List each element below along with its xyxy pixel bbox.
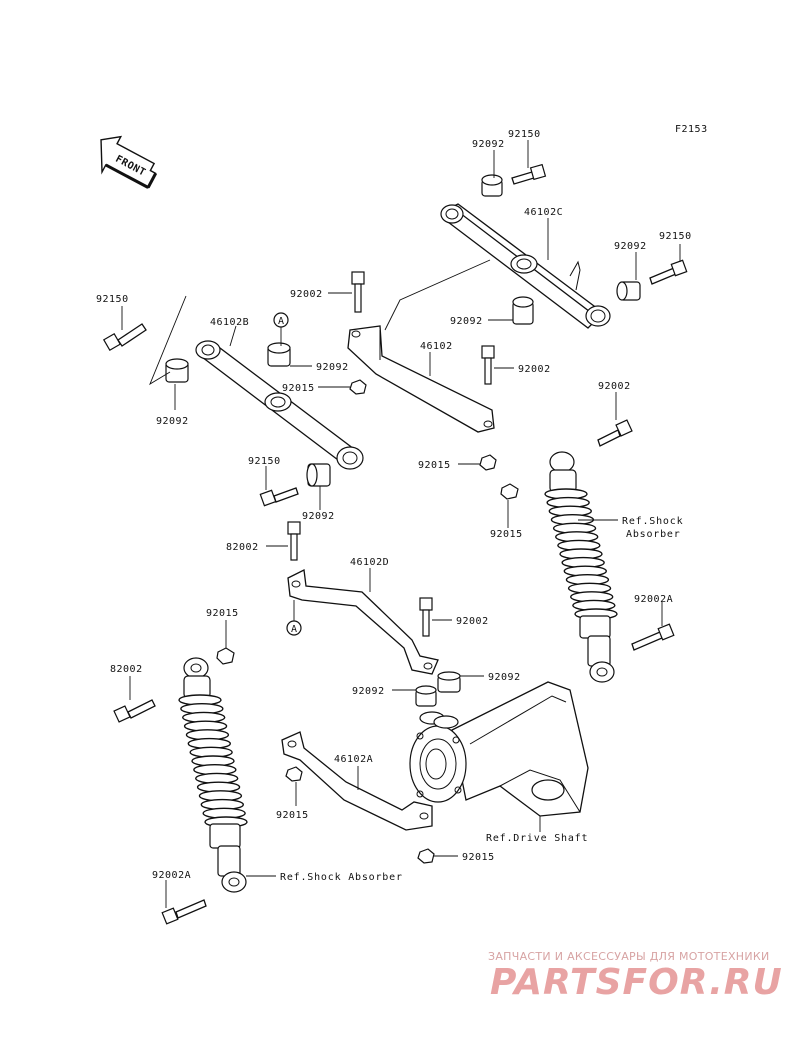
- label-92150-top: 92150: [508, 129, 541, 140]
- collar-92092-e: [437, 671, 461, 693]
- label-92150-left: 92150: [96, 294, 129, 305]
- label-92002-rs: 92002: [598, 381, 631, 392]
- label-92015-d: 92015: [206, 608, 239, 619]
- leader-lines: [121, 140, 681, 908]
- link-46102: [347, 325, 495, 433]
- label-46102c: 46102C: [524, 207, 563, 218]
- label-82002-left: 82002: [110, 664, 143, 675]
- collar-92092-low: [306, 463, 331, 487]
- label-92150-low: 92150: [248, 456, 281, 467]
- collar-92092-right: [616, 281, 641, 301]
- bolt-92150-top: [511, 163, 547, 185]
- mark-a-top: A: [278, 316, 285, 327]
- trailing-arm-46102c: [440, 203, 611, 329]
- bolt-92002a-left: [161, 899, 207, 925]
- ref-shock-left: Ref.Shock Absorber: [280, 872, 403, 883]
- nut-92015-a: [349, 379, 367, 395]
- shock-absorber-left: [178, 657, 248, 893]
- label-46102: 46102: [420, 341, 453, 352]
- label-92092-low: 92092: [302, 511, 335, 522]
- collar-92092-top: [481, 174, 503, 197]
- drive-shaft-housing: [409, 681, 589, 817]
- nut-92015-f: [417, 848, 435, 864]
- front-arrow-icon: FRONT: [100, 135, 157, 189]
- ref-drive-shaft: Ref.Drive Shaft: [486, 833, 588, 844]
- watermark-tagline: ЗАПЧАСТИ И АКСЕССУАРЫ ДЛЯ МОТОТЕХНИКИ: [488, 950, 770, 963]
- label-92092-top: 92092: [472, 139, 505, 150]
- bolt-82002-left: [113, 699, 156, 723]
- label-92150-right: 92150: [659, 231, 692, 242]
- bolt-92002-right: [481, 345, 495, 385]
- collar-92092-left: [165, 358, 189, 383]
- nut-92015-e: [285, 766, 303, 782]
- collar-92092-d: [415, 685, 437, 707]
- label-92092-left: 92092: [156, 416, 189, 427]
- label-46102d: 46102D: [350, 557, 389, 568]
- bolt-92002-mid: [351, 271, 365, 313]
- bolt-92150-right: [649, 259, 688, 285]
- label-92002-c: 92002: [456, 616, 489, 627]
- collar-92092-b: [267, 342, 291, 367]
- collar-92092-mid: [512, 296, 534, 325]
- label-82002-mid: 82002: [226, 542, 259, 553]
- shock-absorber-right: [544, 451, 618, 683]
- label-92092-mid: 92092: [450, 316, 483, 327]
- label-92002-mid: 92002: [290, 289, 323, 300]
- label-92092-e: 92092: [488, 672, 521, 683]
- figure-code: F2153: [675, 124, 708, 135]
- link-46102a: [281, 731, 433, 831]
- label-92092-b: 92092: [316, 362, 349, 373]
- ref-shock-right-line1: Ref.Shock: [622, 516, 683, 527]
- bolt-82002-mid: [287, 521, 301, 561]
- bolt-92002-rs: [597, 419, 633, 447]
- label-92092-d: 92092: [352, 686, 385, 697]
- label-92002a-right: 92002A: [634, 594, 673, 605]
- watermark-logo: PARTSFOR.RU: [490, 962, 783, 1003]
- label-92092-right: 92092: [614, 241, 647, 252]
- bolt-92002-c: [419, 597, 433, 637]
- mark-a-low: A: [291, 624, 298, 635]
- label-92002a-left: 92002A: [152, 870, 191, 881]
- label-92015-f: 92015: [462, 852, 495, 863]
- label-92015-e: 92015: [276, 810, 309, 821]
- label-92002-r: 92002: [518, 364, 551, 375]
- nut-92015-d: [216, 647, 235, 665]
- link-46102d: [287, 569, 439, 675]
- label-46102a: 46102A: [334, 754, 373, 765]
- label-46102b: 46102B: [210, 317, 249, 328]
- label-92015-b: 92015: [418, 460, 451, 471]
- bolt-92002a-right: [631, 623, 675, 651]
- label-92015-a: 92015: [282, 383, 315, 394]
- nut-92015-b: [479, 454, 497, 471]
- bolt-92150-left: [102, 323, 147, 352]
- trailing-arm-46102b: [195, 340, 364, 470]
- nut-92015-c: [500, 483, 519, 500]
- ref-shock-right-line2: Absorber: [626, 529, 681, 540]
- label-92015-c: 92015: [490, 529, 523, 540]
- bolt-92150-low: [259, 487, 299, 507]
